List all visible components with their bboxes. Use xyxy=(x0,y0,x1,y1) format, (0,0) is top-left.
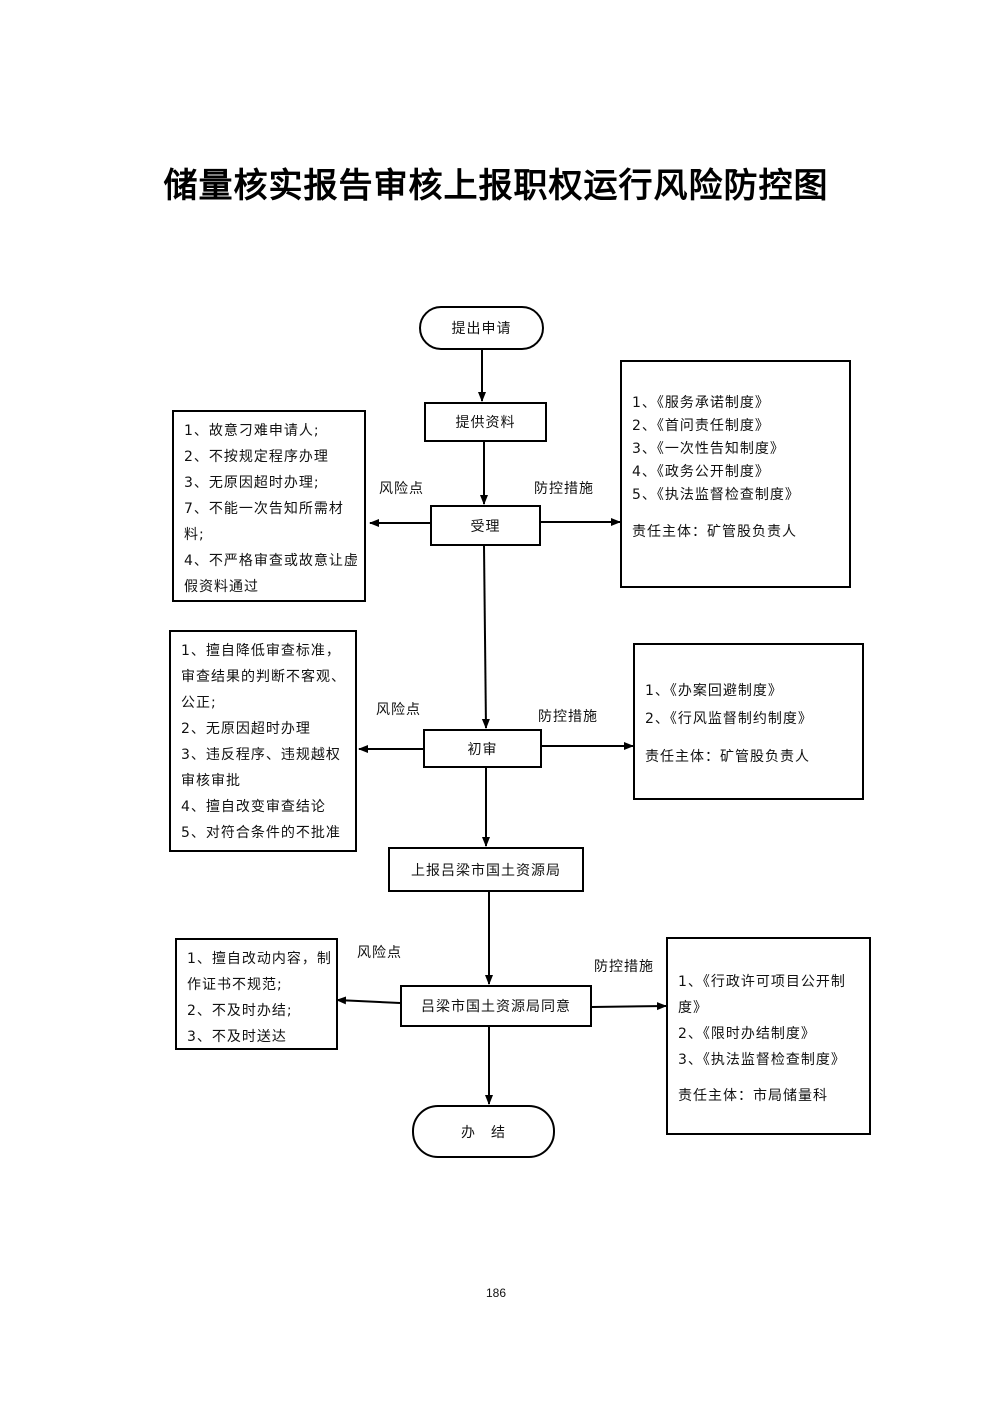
risk-item: 3、违反程序、违规越权 xyxy=(181,747,341,763)
risk-panel-approve: 1、擅自改动内容，制 作证书不规范; 2、不及时办结; 3、不及时送达 xyxy=(175,938,338,1050)
risk-item: 公正; xyxy=(181,695,217,711)
risk-item: 假资料通过 xyxy=(184,579,259,595)
report-node: 上报吕梁市国土资源局 xyxy=(388,847,584,892)
risk-item: 1、擅自降低审查标准， xyxy=(181,643,341,659)
risk-item: 审核审批 xyxy=(181,773,241,789)
control-item: 2、《限时办结制度》 xyxy=(678,1026,816,1042)
control-label-approve: 防控措施 xyxy=(594,959,654,975)
control-item: 5、《执法监督检查制度》 xyxy=(632,487,800,503)
control-item: 3、《执法监督检查制度》 xyxy=(678,1052,846,1068)
risk-item: 5、对符合条件的不批准 xyxy=(181,825,341,841)
control-panel-approve: 1、《行政许可项目公开制 度》 2、《限时办结制度》 3、《执法监督检查制度》 … xyxy=(666,937,871,1135)
control-panel-review: 1、《办案回避制度》 2、《行风监督制约制度》 责任主体：矿管股负责人 xyxy=(633,643,864,800)
start-node: 提出申请 xyxy=(419,306,544,350)
control-item: 2、《行风监督制约制度》 xyxy=(645,711,813,727)
control-panel-accept: 1、《服务承诺制度》 2、《首问责任制度》 3、《一次性告知制度》 4、《政务公… xyxy=(620,360,851,588)
control-label-review: 防控措施 xyxy=(538,709,598,725)
responsible-party: 责任主体：矿管股负责人 xyxy=(632,524,797,540)
control-item: 1、《行政许可项目公开制 xyxy=(678,974,846,990)
control-label-accept: 防控措施 xyxy=(534,481,594,497)
risk-item: 2、不按规定程序办理 xyxy=(184,449,329,465)
control-item: 1、《服务承诺制度》 xyxy=(632,395,770,411)
page-title: 储量核实报告审核上报职权运行风险防控图 xyxy=(163,166,829,206)
risk-item: 3、无原因超时办理; xyxy=(184,475,320,491)
risk-panel-accept: 1、故意刁难申请人; 2、不按规定程序办理 3、无原因超时办理; 7、不能一次告… xyxy=(172,410,366,602)
risk-item: 1、擅自改动内容，制 xyxy=(187,951,332,967)
approve-node: 吕梁市国土资源局同意 xyxy=(400,985,592,1027)
risk-label-review: 风险点 xyxy=(376,702,421,718)
arrow-accept-to-review xyxy=(481,545,490,729)
risk-item: 审查结果的判断不客观、 xyxy=(181,669,346,685)
accept-node: 受理 xyxy=(430,505,541,546)
risk-item: 料; xyxy=(184,527,205,543)
risk-item: 作证书不规范; xyxy=(187,977,283,993)
risk-item: 3、不及时送达 xyxy=(187,1029,287,1045)
end-node: 办 结 xyxy=(412,1105,555,1158)
risk-item: 1、故意刁难申请人; xyxy=(184,423,320,439)
risk-label-accept: 风险点 xyxy=(379,481,424,497)
risk-item: 7、不能一次告知所需材 xyxy=(184,501,344,517)
initial-review-node: 初审 xyxy=(423,729,542,768)
risk-item: 2、不及时办结; xyxy=(187,1003,293,1019)
control-item: 4、《政务公开制度》 xyxy=(632,464,770,480)
arrow-approve-to-risk xyxy=(336,996,401,1005)
responsible-party: 责任主体：矿管股负责人 xyxy=(645,749,810,765)
risk-item: 2、无原因超时办理 xyxy=(181,721,311,737)
control-item: 2、《首问责任制度》 xyxy=(632,418,770,434)
arrow-approve-to-control xyxy=(591,1002,667,1011)
responsible-party: 责任主体：市局储量科 xyxy=(678,1088,828,1104)
risk-item: 4、不严格审查或故意让虚 xyxy=(184,553,359,569)
control-item: 3、《一次性告知制度》 xyxy=(632,441,785,457)
control-item: 1、《办案回避制度》 xyxy=(645,683,783,699)
risk-panel-review: 1、擅自降低审查标准， 审查结果的判断不客观、 公正; 2、无原因超时办理 3、… xyxy=(169,630,357,852)
risk-item: 4、擅自改变审查结论 xyxy=(181,799,326,815)
page-number: 186 xyxy=(485,1286,507,1300)
risk-label-approve: 风险点 xyxy=(357,945,402,961)
control-item: 度》 xyxy=(678,1000,708,1016)
submit-materials-node: 提供资料 xyxy=(424,402,547,442)
